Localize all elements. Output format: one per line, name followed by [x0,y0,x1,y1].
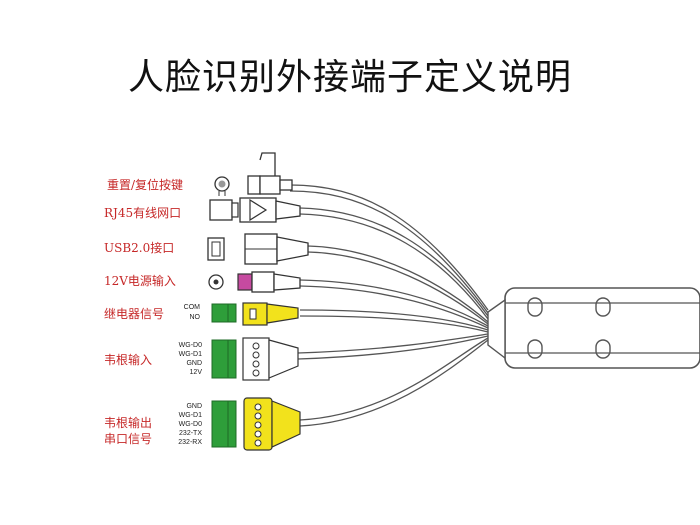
label-usb: USB2.0接口 [104,241,175,255]
rj45-connector [209,197,301,223]
usb-connector [207,233,309,265]
pin-label: WG-D1 [178,351,202,358]
pin-label: COM [183,304,200,311]
pin-label: WG-D0 [178,421,202,428]
pin-label: WG-D1 [178,412,202,419]
pin-label: 232-TX [179,430,202,437]
pin-label: 232-RX [178,439,202,446]
pin-label: NO [189,314,201,321]
pin-label: WG-D0 [178,342,202,349]
dc-connector [208,271,301,293]
label-wiegand-in: 韦根输入 [104,353,153,367]
label-wiegand-out: 韦根输出 [104,416,153,430]
label-rj45: RJ45有线网口 [104,206,182,220]
wires [289,184,489,427]
label-serial: 串口信号 [104,432,153,446]
relay-connector [211,302,299,326]
cable-body [487,287,700,369]
label-relay: 继电器信号 [104,307,165,321]
page-title: 人脸识别外接端子定义说明 [127,57,572,98]
pin-label: 12V [189,369,202,376]
label-reset: 重置/复位按键 [107,178,184,192]
label-dc: 12V电源输入 [104,274,176,288]
pin-label: GND [186,403,202,410]
wiegand-in-connector [211,337,299,381]
wiegand-out-connector [211,397,301,451]
reset-connector [214,152,293,196]
pin-label: GND [186,360,202,367]
